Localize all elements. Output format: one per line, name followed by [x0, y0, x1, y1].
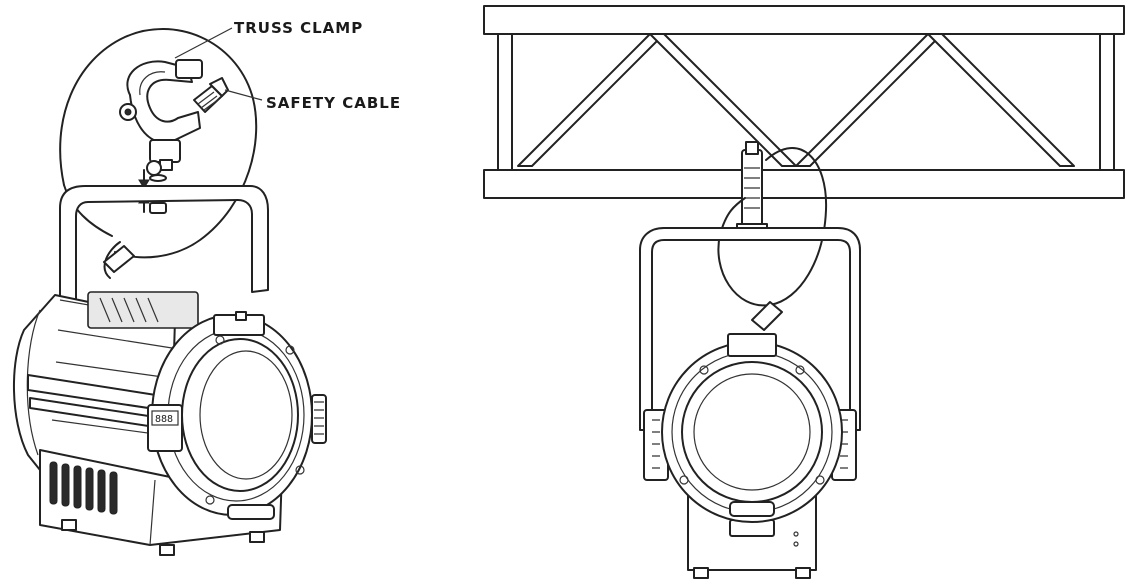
front-ring-right — [661, 333, 843, 523]
safety-cable-label: SAFETY CABLE — [266, 94, 401, 112]
front-ring-left: 888 — [147, 311, 327, 520]
svg-text:888: 888 — [155, 414, 173, 425]
truss-clamp-mounted — [736, 141, 768, 233]
right-view — [483, 5, 1125, 579]
cable-carabiner — [103, 245, 135, 273]
truss — [483, 5, 1125, 199]
truss-clamp-label: TRUSS CLAMP — [234, 19, 363, 37]
cable-carabiner-right — [751, 301, 783, 331]
truss-clamp — [119, 59, 229, 176]
left-view: 888 TRUSS CLAMP SAFETY CABLE — [13, 19, 401, 556]
safety-cable-leader — [224, 89, 263, 101]
truss-clamp-leader — [174, 27, 233, 59]
fixture-body-left — [13, 291, 283, 556]
